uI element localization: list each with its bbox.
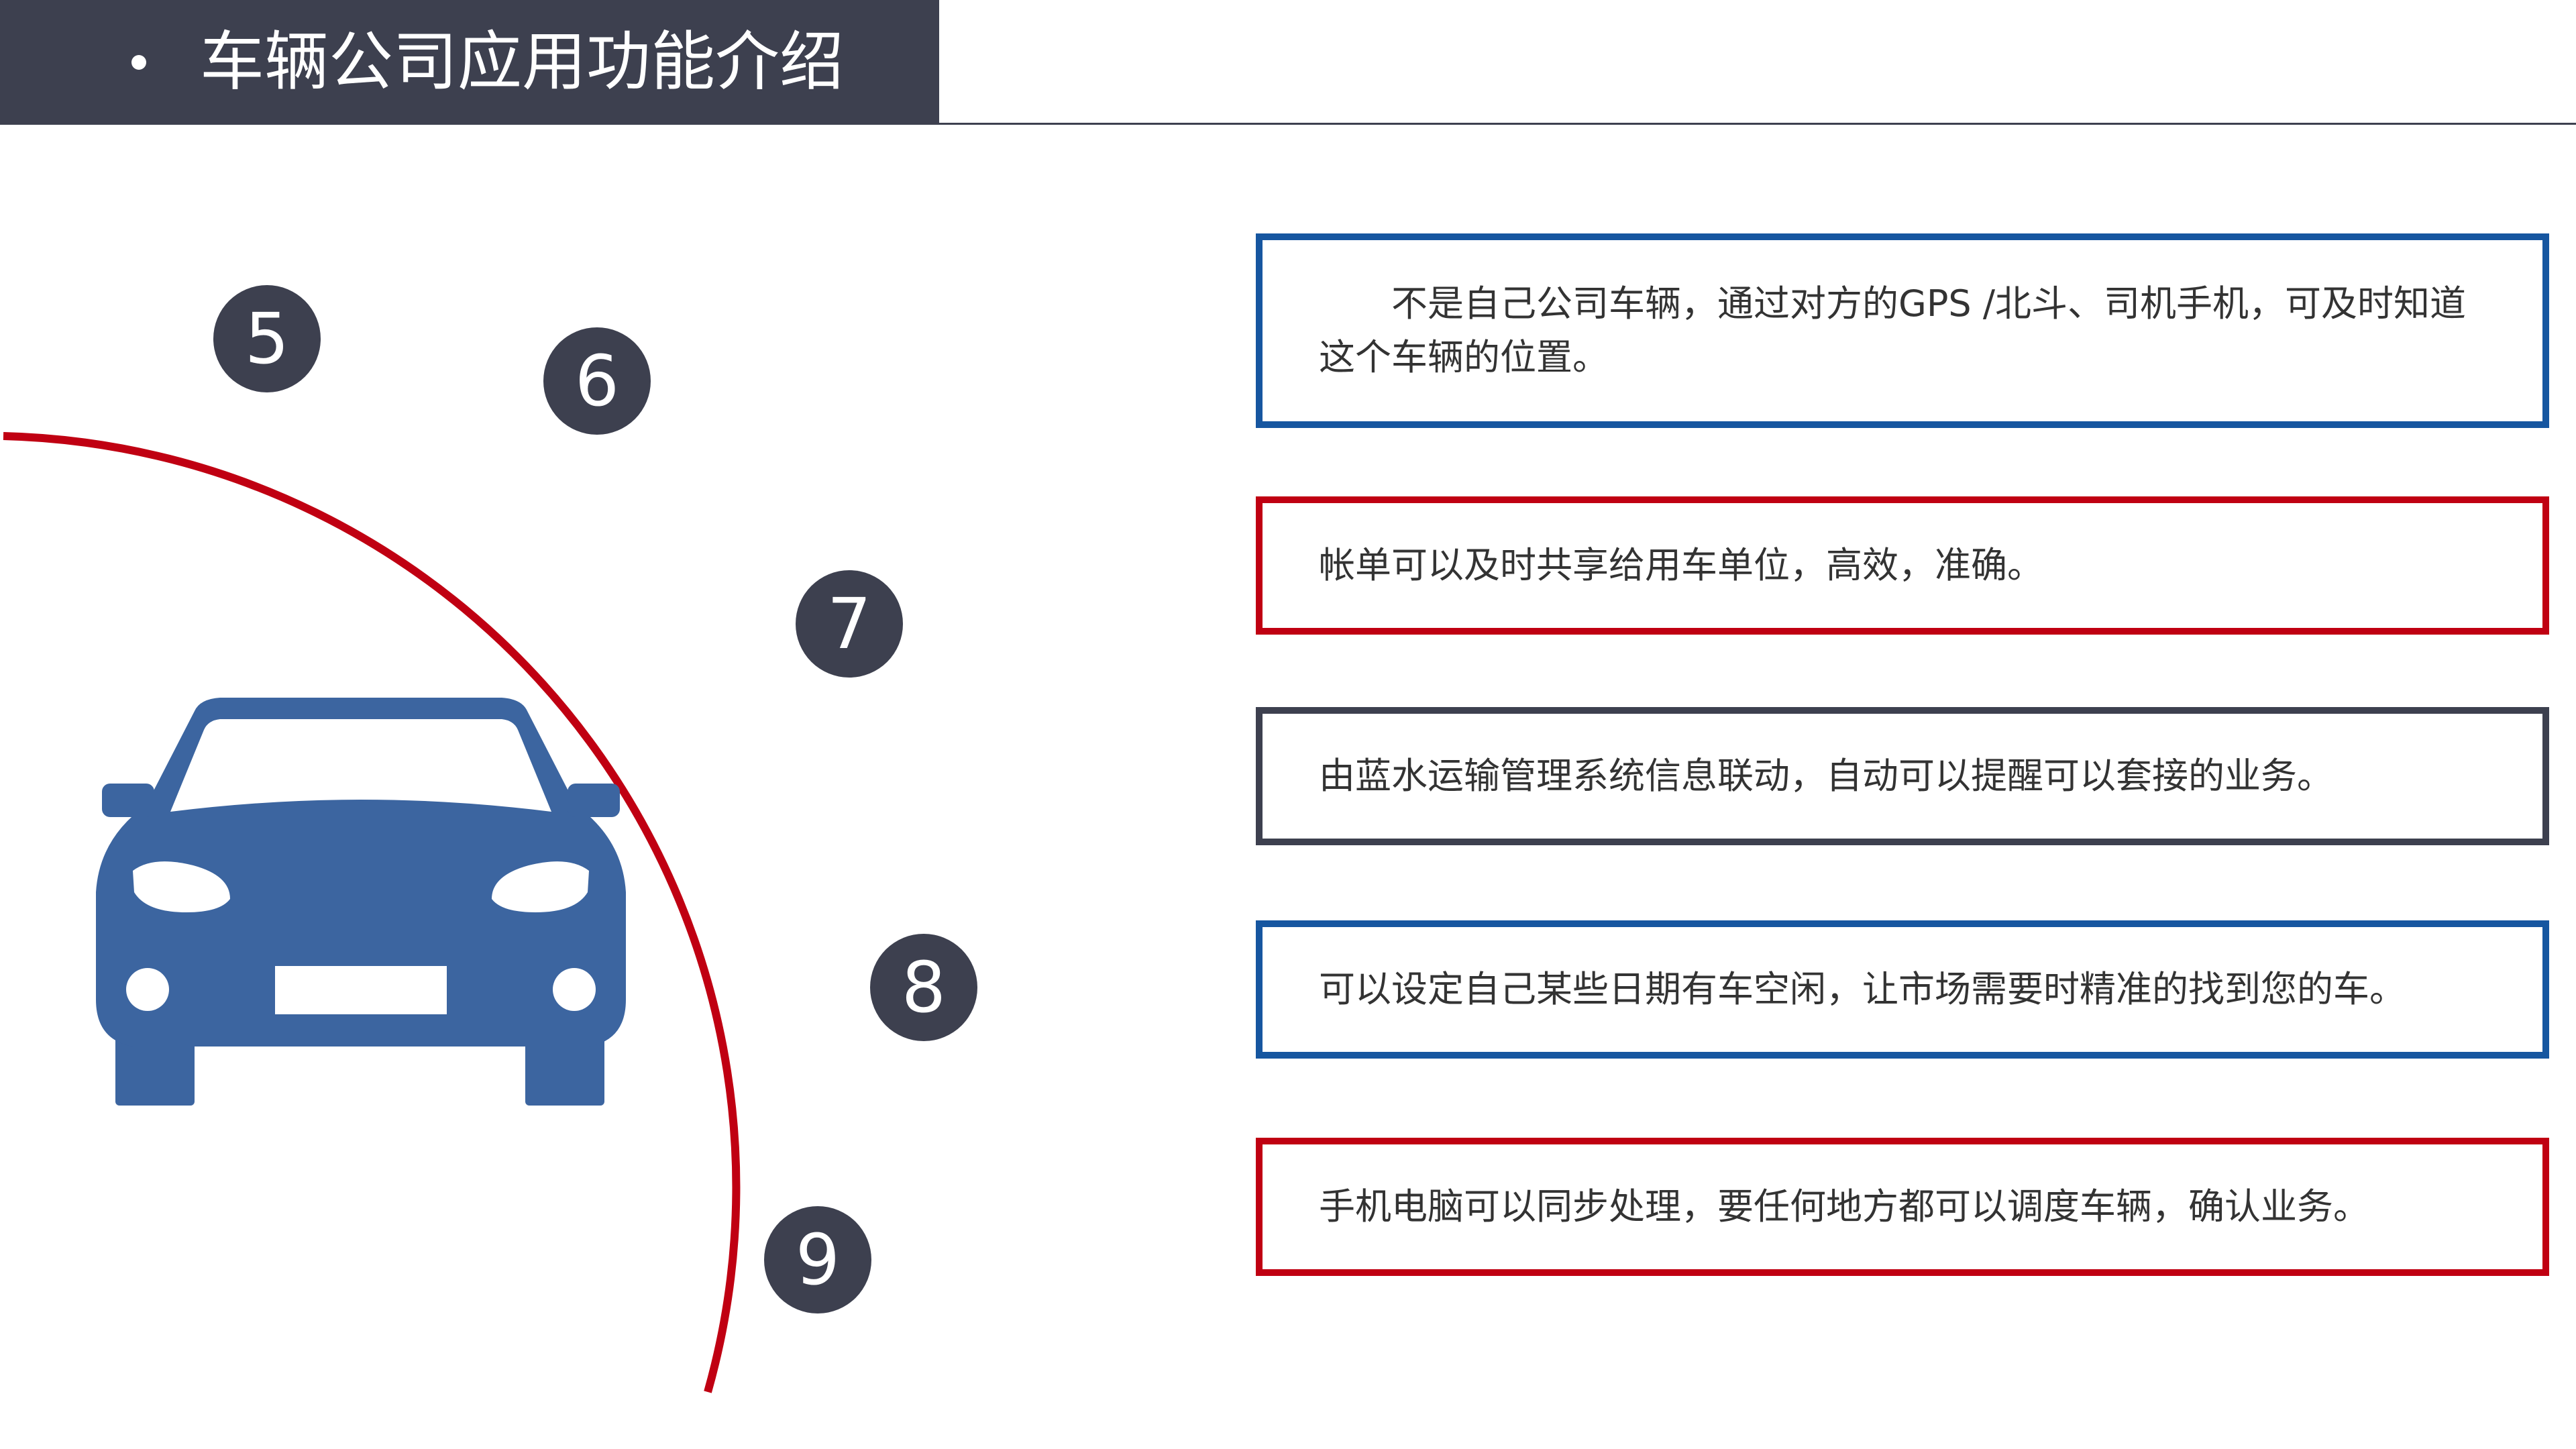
- title-divider: [939, 123, 2576, 125]
- feature-text-4: 可以设定自己某些日期有车空闲，让市场需要时精准的找到您的车。: [1319, 968, 2406, 1010]
- feature-text-2: 帐单可以及时共享给用车单位，高效，准确。: [1319, 544, 2043, 586]
- step-circle-9: 9: [764, 1206, 871, 1313]
- step-circle-7: 7: [796, 570, 903, 678]
- step-circle-5: 5: [213, 285, 321, 392]
- page-title: 车辆公司应用功能介绍: [200, 24, 844, 99]
- feature-box-5: 手机电脑可以同步处理，要任何地方都可以调度车辆，确认业务。: [1256, 1138, 2549, 1276]
- feature-text-5: 手机电脑可以同步处理，要任何地方都可以调度车辆，确认业务。: [1319, 1185, 2369, 1228]
- step-circle-8: 8: [870, 934, 977, 1041]
- step-circle-6: 6: [543, 327, 651, 435]
- feature-text-1: 不是自己公司车辆，通过对方的GPS /北斗、司机手机，可及时知道这个车辆的位置。: [1319, 282, 2467, 378]
- feature-box-3: 由蓝水运输管理系统信息联动，自动可以提醒可以套接的业务。: [1256, 707, 2549, 845]
- car-front-icon: [96, 698, 626, 1106]
- feature-box-2: 帐单可以及时共享给用车单位，高效，准确。: [1256, 496, 2549, 635]
- feature-box-1: 不是自己公司车辆，通过对方的GPS /北斗、司机手机，可及时知道这个车辆的位置。: [1256, 233, 2549, 428]
- timeline-arc-path: [3, 432, 741, 1393]
- title-bullet: [131, 55, 146, 70]
- feature-box-4: 可以设定自己某些日期有车空闲，让市场需要时精准的找到您的车。: [1256, 920, 2549, 1059]
- title-bar: 车辆公司应用功能介绍: [0, 0, 939, 125]
- feature-text-3: 由蓝水运输管理系统信息联动，自动可以提醒可以套接的业务。: [1319, 755, 2333, 797]
